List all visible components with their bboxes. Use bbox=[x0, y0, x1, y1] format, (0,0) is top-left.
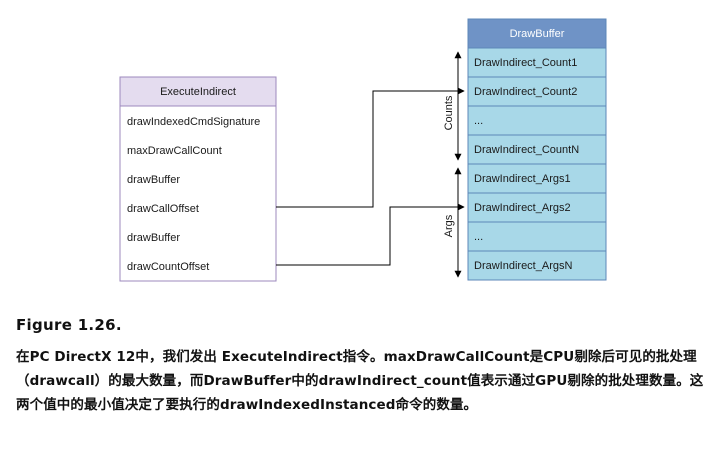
draw-buffer-args-2: DrawIndirect_Args2 bbox=[474, 202, 571, 214]
args-bracket: Args bbox=[443, 167, 462, 278]
draw-call-offset-connector bbox=[276, 87, 465, 208]
draw-buffer-row bbox=[467, 221, 607, 252]
draw-buffer-args-ellipsis: ... bbox=[474, 231, 483, 243]
args-label: Args bbox=[443, 214, 455, 237]
execute-param-draw-buffer-2: drawBuffer bbox=[127, 232, 180, 244]
draw-buffer-header bbox=[467, 18, 607, 49]
draw-buffer-args-1: DrawIndirect_Args1 bbox=[474, 173, 571, 185]
execute-param-draw-buffer-1: drawBuffer bbox=[127, 174, 180, 186]
execute-param-draw-call-offset: drawCallOffset bbox=[127, 203, 199, 215]
draw-buffer-row bbox=[467, 105, 607, 136]
draw-buffer-count-ellipsis: ... bbox=[474, 115, 483, 127]
execute-param-max-draw-call-count: maxDrawCallCount bbox=[127, 145, 222, 157]
execute-indirect-title: ExecuteIndirect bbox=[160, 86, 236, 98]
draw-buffer-title: DrawBuffer bbox=[510, 28, 565, 40]
draw-buffer-count-2: DrawIndirect_Count2 bbox=[474, 86, 577, 98]
figure-label: Figure 1.26. bbox=[16, 316, 122, 334]
execute-indirect-body bbox=[119, 105, 277, 282]
execute-param-draw-count-offset: drawCountOffset bbox=[127, 261, 209, 273]
draw-buffer-box: DrawBuffer DrawIndirect_Count1 DrawIndir… bbox=[467, 18, 607, 281]
draw-count-offset-connector bbox=[276, 203, 465, 266]
execute-indirect-header bbox=[119, 76, 277, 107]
execute-param-draw-indexed-cmd-signature: drawIndexedCmdSignature bbox=[127, 116, 260, 128]
draw-buffer-row bbox=[467, 163, 607, 194]
draw-buffer-args-n: DrawIndirect_ArgsN bbox=[474, 260, 572, 272]
figure-caption: 在PC DirectX 12中，我们发出 ExecuteIndirect指令。m… bbox=[16, 349, 704, 413]
draw-buffer-row bbox=[467, 47, 607, 78]
draw-buffer-count-1: DrawIndirect_Count1 bbox=[474, 57, 577, 69]
draw-buffer-count-n: DrawIndirect_CountN bbox=[474, 144, 579, 156]
indirect-draw-diagram: ExecuteIndirect drawIndexedCmdSignature … bbox=[119, 18, 607, 282]
counts-bracket: Counts bbox=[443, 51, 462, 161]
execute-indirect-box: ExecuteIndirect drawIndexedCmdSignature … bbox=[119, 76, 277, 282]
draw-buffer-row bbox=[467, 76, 607, 107]
draw-buffer-row bbox=[467, 250, 607, 281]
counts-label: Counts bbox=[443, 95, 455, 130]
